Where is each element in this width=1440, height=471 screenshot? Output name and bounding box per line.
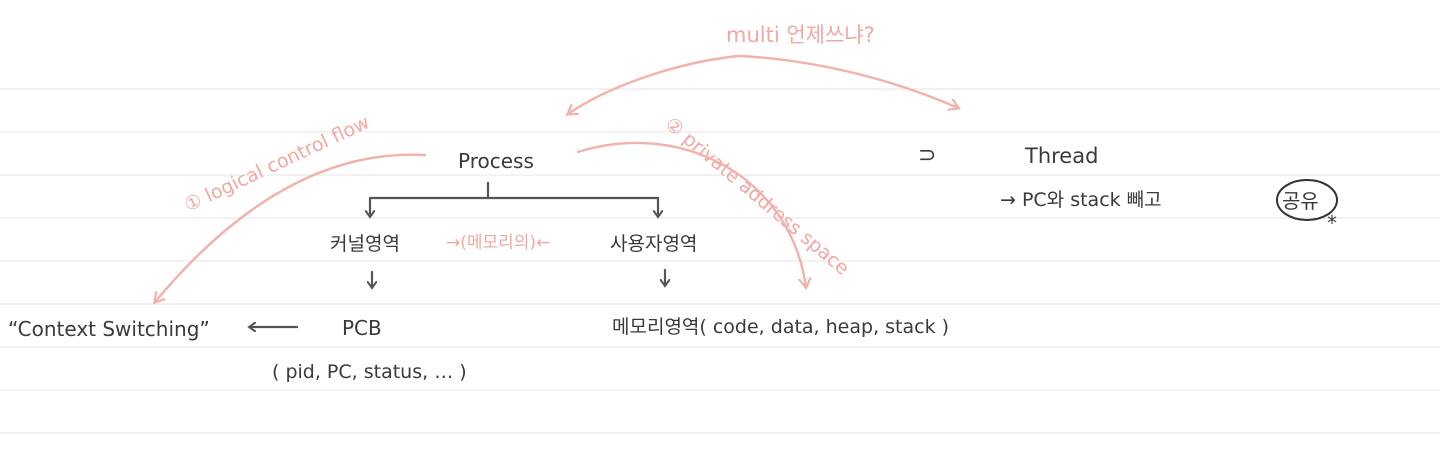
logical-control-flow-arc — [155, 153, 427, 302]
multi-label: multi 언제쓰냐? — [726, 23, 875, 47]
thread-node: Thread — [1024, 144, 1098, 168]
star-mark: * — [1327, 211, 1337, 235]
pcb-node: PCB — [342, 316, 382, 340]
memory-area-node: 메모리영역( code, data, heap, stack ) — [612, 316, 949, 338]
private-address-space-arc — [576, 141, 806, 287]
memory-reference-label: →(메모리의)← — [446, 233, 550, 253]
context-switching-label: “Context Switching” — [8, 317, 210, 341]
user-area-node: 사용자영역 — [610, 233, 697, 255]
kernel-area-node: 커널영역 — [330, 233, 400, 255]
shared-circle — [1276, 179, 1338, 221]
multi-arc-right — [738, 54, 958, 108]
process-tree-line — [368, 181, 660, 200]
shared-label: 공유 — [1282, 189, 1319, 213]
thread-note: → PC와 stack 빼고 — [1000, 189, 1162, 211]
ruled-lines — [0, 88, 1440, 434]
process-node: Process — [458, 149, 534, 173]
multi-arc — [568, 54, 740, 114]
superset-symbol: ⊃ — [918, 143, 936, 168]
pcb-detail: ( pid, PC, status, … ) — [272, 361, 467, 383]
